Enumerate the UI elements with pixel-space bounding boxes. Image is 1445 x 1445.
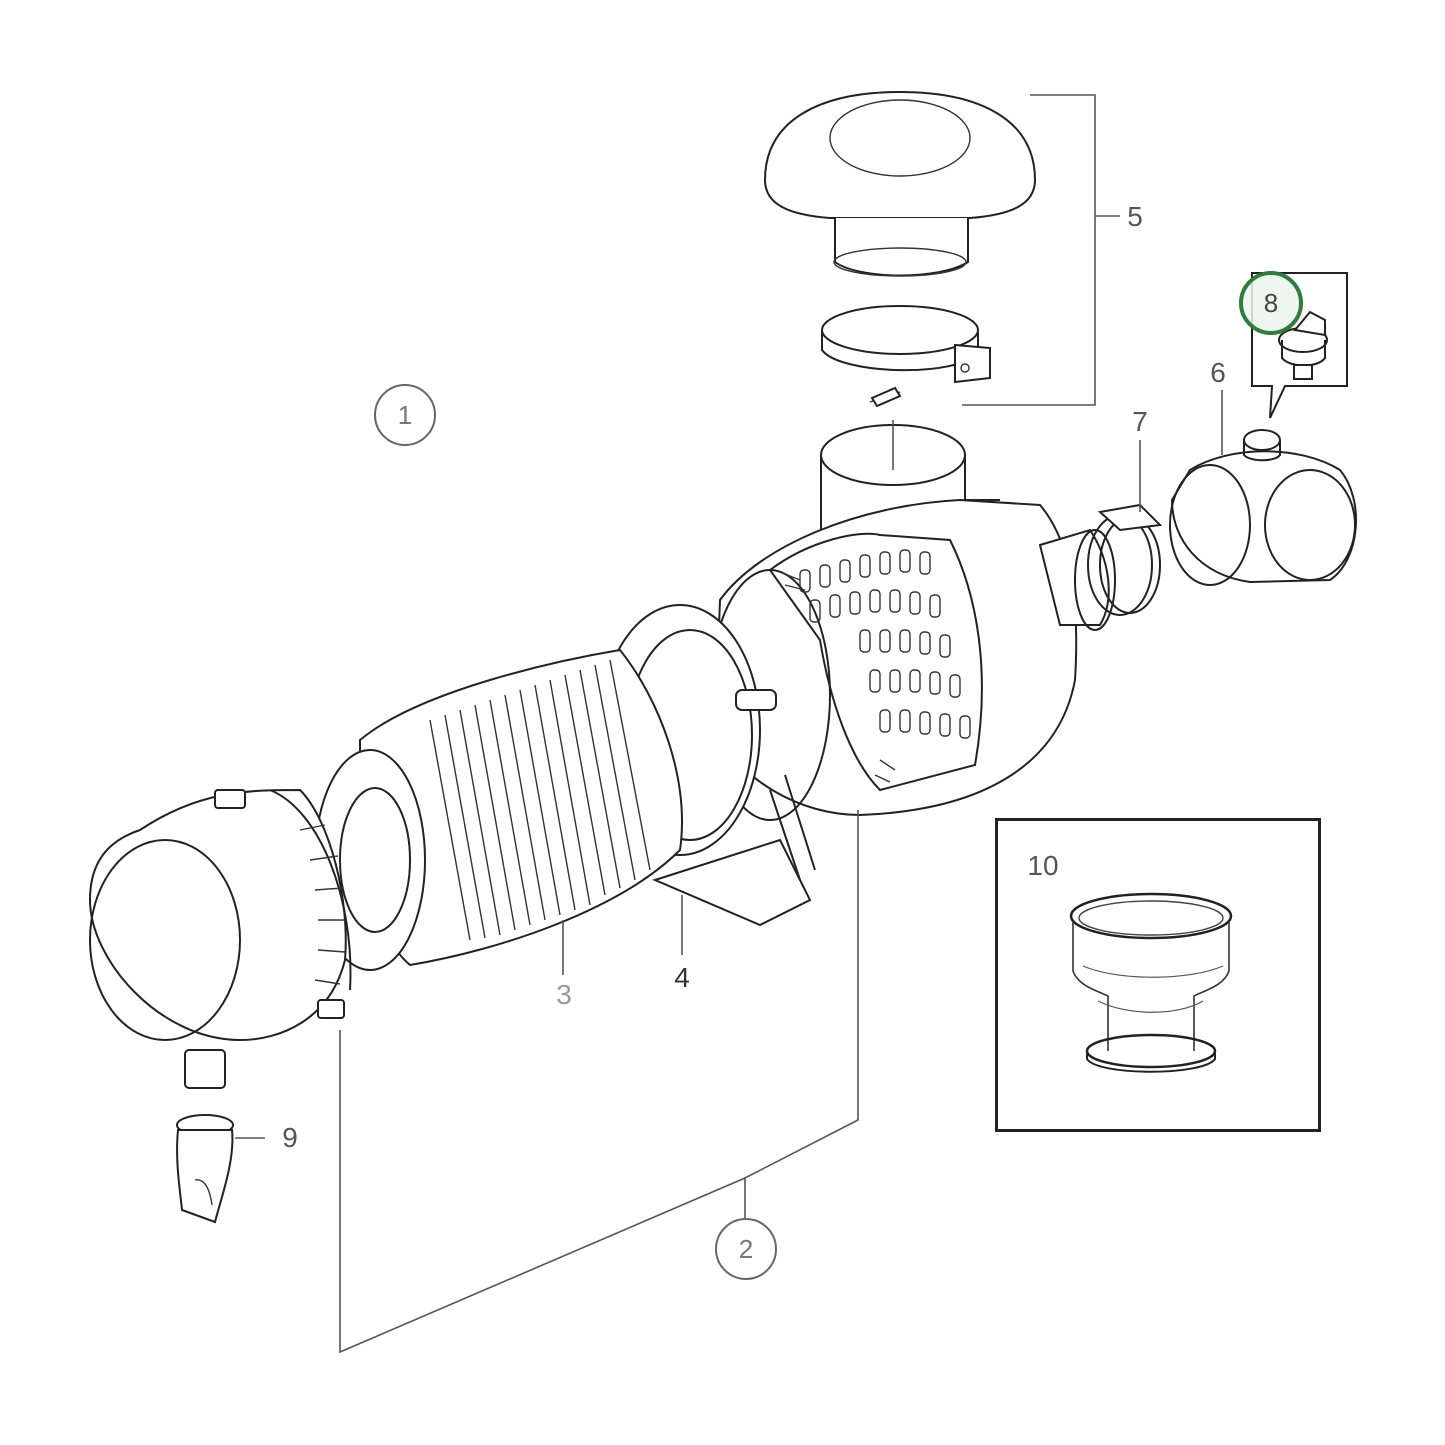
callout-2[interactable]: 2 bbox=[715, 1218, 777, 1280]
elbow-part-6[interactable] bbox=[1169, 429, 1357, 586]
label-5[interactable]: 5 bbox=[1127, 201, 1143, 232]
label-8-highlighted[interactable]: 8 bbox=[1239, 271, 1303, 335]
label-6[interactable]: 6 bbox=[1210, 357, 1226, 388]
end-cap[interactable] bbox=[88, 788, 352, 1089]
label-4[interactable]: 4 bbox=[674, 962, 690, 993]
inset-part-10[interactable] bbox=[995, 818, 1321, 1132]
rain-cap-part-5[interactable] bbox=[763, 90, 1037, 408]
filter-cartridge-part-3[interactable] bbox=[314, 648, 683, 971]
adapter-ring-icon bbox=[1069, 892, 1233, 1073]
label-3[interactable]: 3 bbox=[556, 979, 572, 1010]
label-7[interactable]: 7 bbox=[1132, 406, 1148, 437]
label-9[interactable]: 9 bbox=[282, 1122, 298, 1153]
label-10[interactable]: 10 bbox=[1027, 850, 1059, 881]
dust-valve-part-9[interactable] bbox=[176, 1114, 234, 1224]
bracket-5 bbox=[962, 94, 1096, 406]
hose-clamp-part-7[interactable] bbox=[1087, 503, 1163, 616]
callout-1[interactable]: 1 bbox=[374, 384, 436, 446]
inset-part-8[interactable] bbox=[1251, 272, 1348, 419]
filter-housing[interactable] bbox=[709, 498, 1116, 821]
inlet-pipe bbox=[820, 420, 1000, 540]
